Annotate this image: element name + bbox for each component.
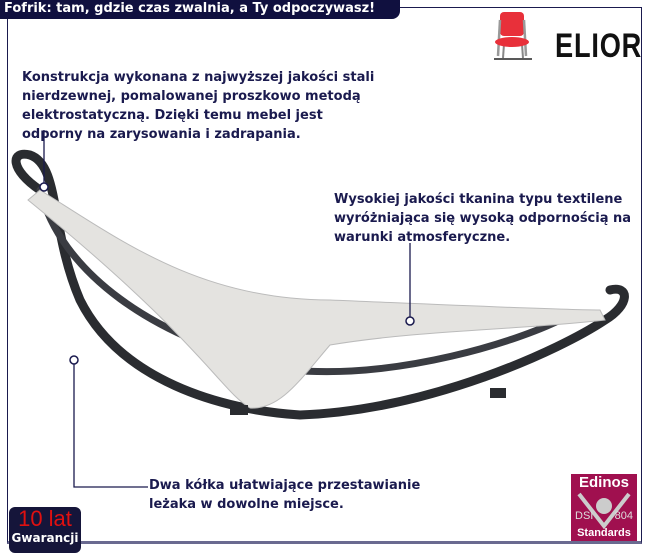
- callout-line: elektrostatyczną. Dzięki temu mebel jest: [22, 108, 323, 123]
- wheel-icon: [490, 388, 506, 398]
- frame-arc-front: [11, 149, 629, 420]
- callout-fabric-text: Wysokiej jakości tkanina typu textilene …: [334, 190, 631, 247]
- callout-frame-text: Konstrukcja wykonana z najwyższej jakośc…: [22, 68, 374, 144]
- callout-line: wyróżniająca się wysoką odpornością na: [334, 211, 632, 226]
- callout-dot: [39, 182, 49, 192]
- certificate-badge: Edinos DSI 804 Standards: [571, 474, 637, 541]
- wheel-icon: [230, 405, 248, 415]
- callout-line: Wysokiej jakości tkanina typu textilene: [334, 192, 623, 207]
- callout-line: odporny na zarysowania i zadrapania.: [22, 127, 301, 142]
- certificate-label: Standards: [577, 527, 631, 539]
- red-chair-icon: [494, 12, 532, 60]
- callout-line: leżaka w dowolne miejsce.: [149, 497, 344, 512]
- callout-wheels-text: Dwa kółka ułatwiające przestawianie leża…: [149, 476, 420, 514]
- certificate-dsi: DSI: [575, 510, 594, 522]
- callout-dot: [405, 316, 415, 326]
- callout-dot: [69, 355, 79, 365]
- brand-name: ELIOR: [555, 27, 643, 65]
- callout-line: nierdzewnej, pomalowanej proszkowo metod…: [22, 89, 361, 104]
- callout-line: Konstrukcja wykonana z najwyższej jakośc…: [22, 70, 375, 85]
- textilene-fabric: [27, 189, 606, 409]
- header-title: Fofrik: tam, gdzie czas zwalnia, a Ty od…: [0, 0, 400, 19]
- callout-line: warunki atmosferyczne.: [334, 230, 511, 245]
- warranty-years: 10 lat: [18, 506, 72, 531]
- callout-line: Dwa kółka ułatwiające przestawianie: [149, 478, 421, 493]
- certificate-emblem-icon: [577, 492, 631, 530]
- warranty-badge: 10 lat Gwarancji: [9, 507, 81, 553]
- certificate-name: Edinos: [578, 474, 629, 491]
- warranty-label: Gwarancji: [11, 531, 79, 545]
- certificate-number: 804: [614, 510, 633, 522]
